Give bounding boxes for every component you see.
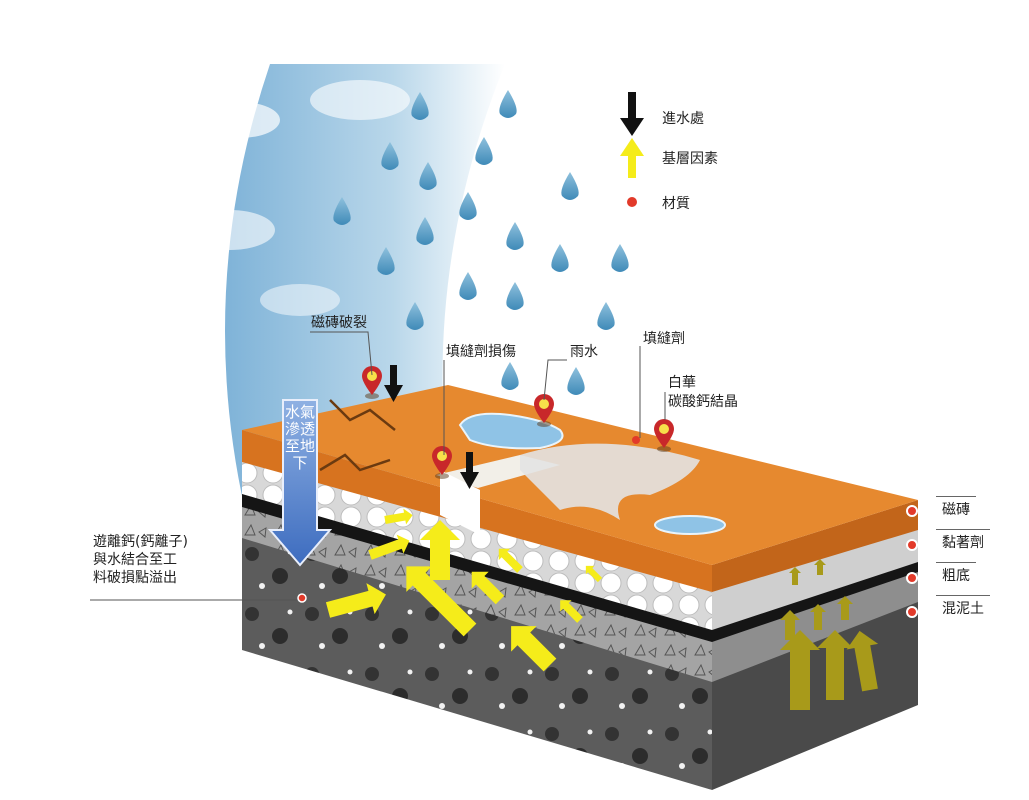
substrate-arrow <box>511 626 557 672</box>
raindrop <box>506 222 524 250</box>
pin-icon <box>362 366 382 399</box>
raindrop <box>459 272 477 300</box>
raindrop <box>419 162 437 190</box>
raindrop <box>475 137 493 165</box>
pebble-side <box>712 528 918 630</box>
rain-puddle <box>458 412 564 450</box>
substrate-arrow <box>789 567 801 585</box>
substrate-arrow <box>780 610 800 640</box>
legend-black-arrow-icon <box>628 92 636 120</box>
small-puddle <box>654 515 726 535</box>
raindrop <box>501 362 519 390</box>
floor-block <box>242 385 918 790</box>
raindrop <box>459 192 477 220</box>
layer-label-adhesive: 黏著劑 <box>936 529 990 554</box>
substrate-arrows <box>325 508 879 710</box>
legend-water-entry: 進水處 <box>622 108 704 128</box>
water-entry-arrow <box>460 452 479 489</box>
substrate-arrow <box>817 630 853 700</box>
raindrop <box>381 142 399 170</box>
substrate-arrow <box>814 559 826 575</box>
callout-tile-crack: 磁磚破裂 <box>311 315 367 331</box>
substrate-arrow <box>837 596 853 620</box>
pin-icon <box>432 446 452 479</box>
raindrop <box>411 92 429 120</box>
layer-label-concrete: 混泥土 <box>936 595 990 620</box>
substrate-arrow <box>368 534 410 560</box>
legend-substrate-factor-label: 基層因素 <box>662 151 718 167</box>
adhesive-side <box>712 560 918 642</box>
material-dots <box>297 436 918 618</box>
raindrop <box>406 302 424 330</box>
raindrop <box>567 367 585 395</box>
substrate-arrow <box>810 604 826 630</box>
layer-label-base: 粗底 <box>936 562 976 587</box>
raindrops <box>333 90 629 395</box>
legend-material: 材質 <box>622 193 690 213</box>
leader-lines <box>90 331 666 601</box>
legend-dot-icon <box>627 197 637 207</box>
callout-free-calcium-2: 與水結合至工 <box>93 552 177 568</box>
substrate-arrow <box>325 583 386 618</box>
raindrop <box>551 244 569 272</box>
raindrop <box>377 247 395 275</box>
callout-grout: 填縫劑 <box>643 331 685 347</box>
layer-label-tile: 磁磚 <box>936 496 976 521</box>
substrate-arrow <box>846 630 879 692</box>
callout-free-calcium-3: 料破損點溢出 <box>93 570 177 586</box>
callout-efflorescence: 白華 <box>668 375 696 391</box>
raindrop <box>561 172 579 200</box>
substrate-arrow <box>406 566 477 637</box>
raindrop <box>506 282 524 310</box>
substrate-arrow <box>420 520 460 580</box>
raindrop <box>333 197 351 225</box>
raindrop <box>499 90 517 118</box>
adhesive-front <box>242 492 712 642</box>
legend-icons <box>620 92 644 207</box>
legend-substrate-factor: 基層因素 <box>622 148 718 168</box>
raindrop <box>416 217 434 245</box>
substrate-arrow <box>498 548 523 573</box>
seepage-arrow <box>267 399 333 567</box>
tile-side <box>712 500 918 592</box>
pin-icon <box>534 394 554 427</box>
tile-crack <box>319 399 396 472</box>
callout-free-calcium-1: 遊離鈣(鈣離子) <box>93 534 188 550</box>
legend-water-entry-label: 進水處 <box>662 111 704 127</box>
substrate-arrow <box>780 630 820 710</box>
substrate-arrow <box>585 565 603 583</box>
substrate-arrow <box>384 508 413 525</box>
efflorescence <box>520 443 700 520</box>
substrate-arrow <box>560 600 583 623</box>
legend-yellow-arrow-icon <box>620 138 644 156</box>
pins <box>362 366 674 479</box>
raindrop <box>611 244 629 272</box>
water-entry-arrow <box>384 365 403 402</box>
callout-rain: 雨水 <box>570 344 598 360</box>
pebble-front <box>242 460 712 630</box>
substrate-arrow <box>471 571 505 605</box>
legend-material-label: 材質 <box>662 196 690 212</box>
raindrop <box>597 302 615 330</box>
seepage-arrow-label: 水氣滲透至地下 <box>284 403 315 472</box>
callout-grout-damage: 填縫劑損傷 <box>446 344 516 360</box>
pin-icon <box>654 419 674 452</box>
callout-calcium-carbonate: 碳酸鈣結晶 <box>668 394 738 410</box>
screed-front <box>242 505 712 682</box>
